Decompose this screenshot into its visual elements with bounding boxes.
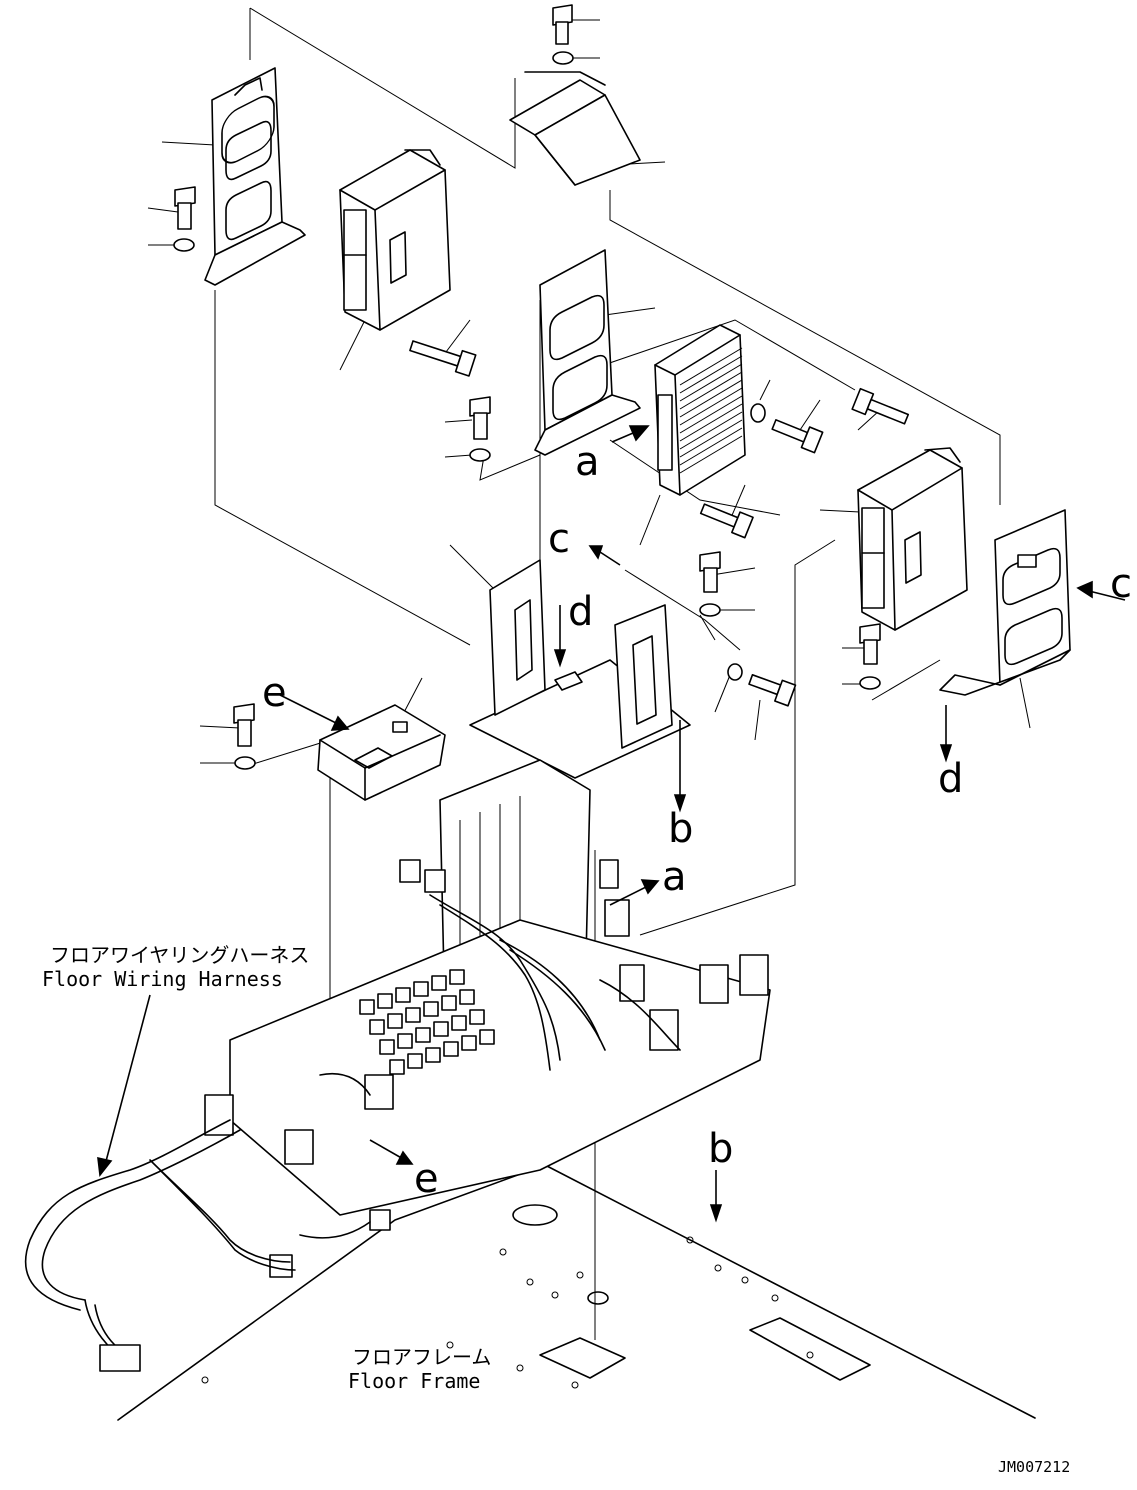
label-d-right: d	[938, 756, 963, 802]
washer-icon	[859, 676, 881, 690]
washer-icon	[173, 238, 195, 252]
bolt-icon	[771, 419, 824, 454]
label-d-middle: d	[568, 589, 593, 635]
left-controller-unit	[339, 149, 451, 331]
bolt-icon	[552, 4, 573, 45]
bolt-icon	[174, 186, 196, 230]
drawing-code: JM007212	[998, 1458, 1070, 1476]
label-b-middle: b	[668, 806, 693, 852]
floor-frame	[117, 1164, 1036, 1421]
label-b-lower: b	[708, 1126, 733, 1172]
relay-array	[359, 969, 495, 1075]
frame-caption-japanese: フロアフレーム	[352, 1345, 491, 1369]
bolt-icon	[699, 551, 721, 593]
top-plate-bracket	[509, 71, 641, 186]
bolt-icon	[699, 503, 754, 539]
center-bracket	[534, 249, 641, 456]
washer-icon	[552, 51, 574, 65]
washer-icon	[234, 756, 256, 770]
harness-caption-english: Floor Wiring Harness	[42, 967, 283, 991]
label-a-upper: a	[575, 439, 600, 485]
reference-arrows	[97, 425, 1126, 1223]
right-bracket	[939, 509, 1071, 696]
label-a-lower: a	[662, 854, 687, 900]
bolt-icon	[859, 623, 881, 665]
bolt-icon	[409, 340, 477, 377]
washer-icon	[469, 448, 491, 462]
label-e-upper: e	[262, 670, 287, 716]
bolt-icon	[469, 396, 491, 440]
left-bracket	[204, 67, 306, 286]
washer-icon	[750, 403, 766, 423]
washer-icon	[727, 663, 743, 681]
right-controller-unit	[857, 447, 968, 631]
label-c-right: c	[1110, 561, 1132, 607]
label-c-middle: c	[548, 516, 570, 562]
harness-caption-japanese: フロアワイヤリングハーネス	[50, 943, 309, 967]
middle-controller-unit	[654, 324, 746, 496]
label-e-lower: e	[414, 1156, 439, 1202]
reference-labels: a c d e b a c d b e	[262, 439, 1132, 1202]
floor-wiring-harness	[24, 759, 771, 1372]
bolt-icon	[748, 673, 797, 707]
fasteners	[173, 4, 910, 770]
bolt-icon	[851, 387, 910, 425]
washer-icon	[699, 603, 721, 617]
base-mount-bracket	[469, 559, 691, 779]
bolt-icon	[233, 703, 255, 747]
frame-caption-english: Floor Frame	[348, 1369, 480, 1393]
small-control-box	[317, 704, 446, 801]
captions: フロアワイヤリングハーネス Floor Wiring Harness フロアフレ…	[42, 943, 1070, 1476]
